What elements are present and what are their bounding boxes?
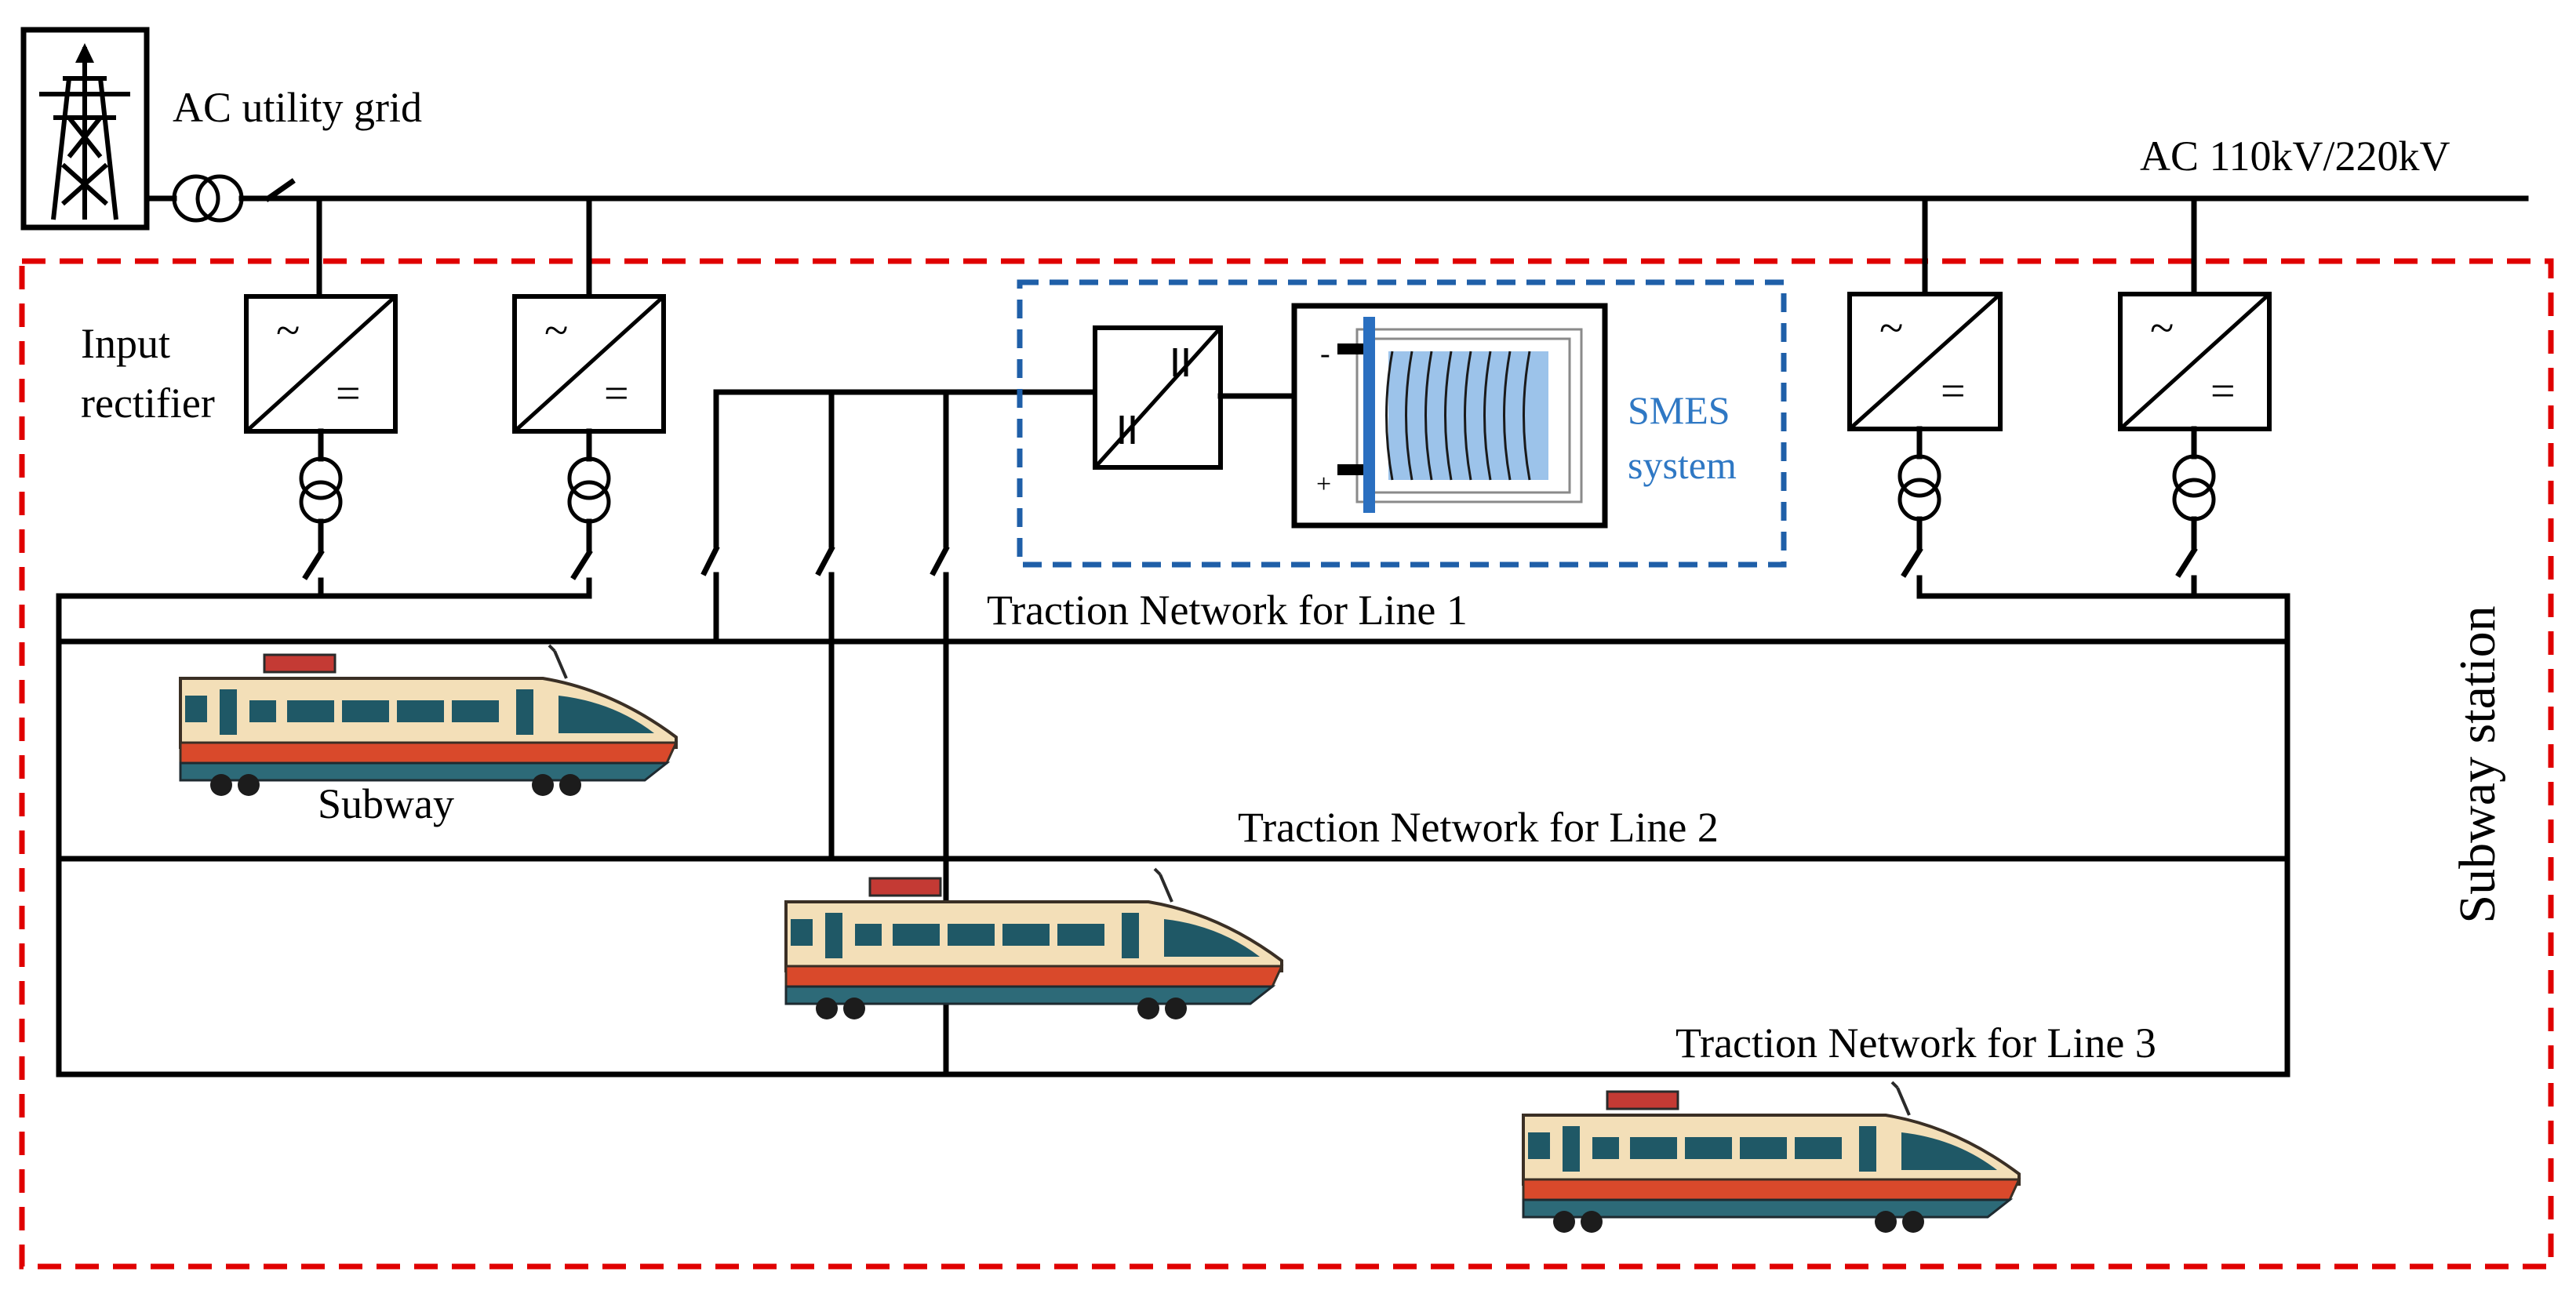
svg-text:~: ~ bbox=[544, 307, 568, 355]
svg-text:+: + bbox=[1316, 470, 1331, 499]
line3-label: Traction Network for Line 3 bbox=[1675, 1019, 2156, 1067]
svg-text:=: = bbox=[1941, 367, 1966, 416]
line2-label: Traction Network for Line 2 bbox=[1238, 804, 1719, 851]
smes-system-boundary bbox=[1017, 279, 1787, 568]
voltage-label: AC 110kV/220kV bbox=[2140, 133, 2450, 180]
rectifier-unit-4: ~ = bbox=[2118, 195, 2272, 599]
line1-label: Traction Network for Line 1 bbox=[987, 587, 1468, 634]
smes-label-1: SMES bbox=[1628, 388, 1730, 432]
svg-text:~: ~ bbox=[1879, 304, 1903, 353]
train-icon bbox=[179, 644, 678, 798]
grid-switch-icon[interactable] bbox=[264, 178, 296, 202]
smes-coil-icon: - + bbox=[1291, 303, 1608, 529]
rectifier-unit-1: ~ = bbox=[244, 195, 398, 599]
svg-text:~: ~ bbox=[2150, 304, 2174, 353]
svg-text:~: ~ bbox=[276, 307, 300, 355]
grid-label: AC utility grid bbox=[173, 84, 422, 131]
svg-text:=: = bbox=[604, 369, 629, 418]
grid-transformer-icon bbox=[144, 174, 270, 223]
rectifier-unit-3: ~ = bbox=[1847, 195, 2003, 599]
dcdc-converter-icon bbox=[1093, 325, 1223, 470]
subway-station-boundary bbox=[19, 258, 2554, 1270]
rectifier-label-1: Input bbox=[81, 320, 170, 367]
train-icon bbox=[784, 867, 1283, 1021]
rectifier-label-2: rectifier bbox=[81, 380, 215, 427]
train-label: Subway bbox=[318, 780, 454, 827]
svg-text:-: - bbox=[1320, 337, 1330, 370]
train-icon bbox=[1522, 1081, 2021, 1234]
rectifier-unit-2: ~ = bbox=[512, 195, 666, 599]
station-label: Subway station bbox=[2449, 605, 2506, 923]
transmission-tower-icon bbox=[20, 27, 150, 231]
smes-label-2: system bbox=[1628, 443, 1737, 487]
svg-text:=: = bbox=[2210, 367, 2236, 416]
svg-text:=: = bbox=[336, 369, 361, 418]
